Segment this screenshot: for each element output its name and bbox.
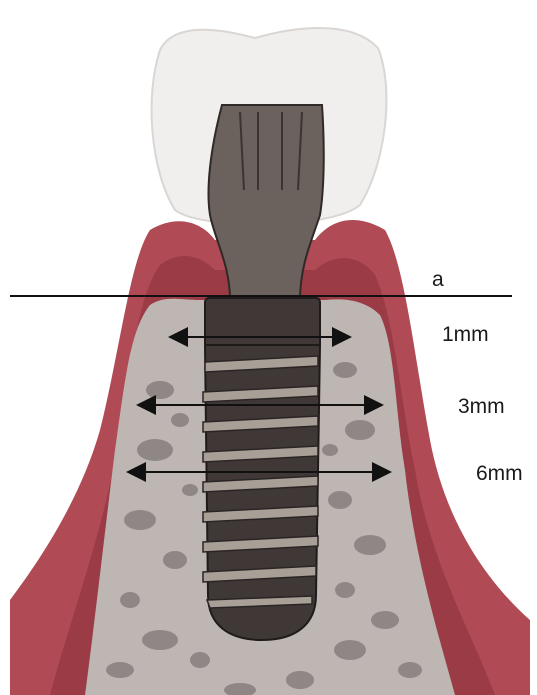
label-a: a: [432, 268, 444, 292]
label-6mm: 6mm: [476, 462, 523, 486]
implant-collar: [205, 298, 320, 348]
label-3mm: 3mm: [458, 395, 505, 419]
label-1mm: 1mm: [442, 323, 489, 347]
